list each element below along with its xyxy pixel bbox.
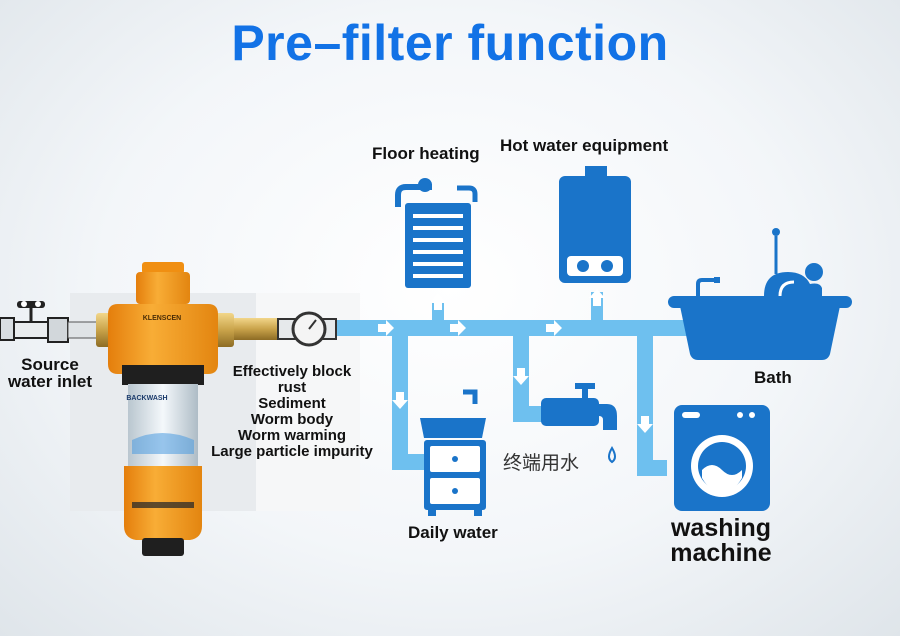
- block-line-2: rust: [277, 379, 307, 396]
- washing-machine-icon: [674, 405, 770, 511]
- block-line-1: Effectively block: [232, 363, 352, 380]
- washing-line-2: machine: [670, 539, 772, 567]
- label-source-inlet: Source water inlet: [0, 356, 100, 390]
- faucet-icon: [541, 383, 617, 464]
- flow-arrows: [378, 289, 653, 433]
- arrow-right-2: [450, 320, 466, 336]
- arrow-down-2: [513, 368, 529, 385]
- water-heater-icon: [559, 166, 631, 283]
- label-source-line-1: Source: [21, 355, 79, 374]
- pressure-gauge-icon: [277, 311, 337, 347]
- arrow-down-3: [637, 416, 653, 433]
- label-floor-heating: Floor heating: [372, 144, 480, 163]
- prefilter-device: KLENSCEN BACKWASH: [108, 262, 218, 556]
- label-terminal-water: 终端用水: [503, 452, 580, 474]
- label-bath: Bath: [754, 368, 792, 387]
- label-daily-water: Daily water: [408, 523, 498, 542]
- arrow-up-heating: [430, 293, 446, 310]
- pipe-main: [335, 320, 690, 336]
- arrow-up-boiler: [589, 289, 605, 306]
- label-washing-machine: washing machine: [660, 516, 782, 566]
- label-block-list: Effectively block rust Sediment Worm bod…: [200, 364, 384, 460]
- filter-brand-text: KLENSCEN: [143, 315, 182, 322]
- label-hot-water: Hot water equipment: [500, 136, 669, 155]
- cabinet-sink-icon: [420, 389, 486, 516]
- block-line-3: Sediment: [258, 395, 326, 412]
- bathtub-icon: [668, 228, 852, 360]
- filter-label-text: BACKWASH: [126, 395, 167, 402]
- pipe-down-right: [637, 320, 653, 476]
- arrow-right-3: [546, 320, 562, 336]
- arrow-down-1: [392, 392, 408, 409]
- arrow-right-1: [378, 320, 394, 336]
- label-source-line-2: water inlet: [7, 372, 93, 391]
- pipe-to-cabinet: [392, 454, 426, 470]
- washing-line-1: washing: [670, 514, 771, 542]
- brass-nipple: [234, 318, 278, 340]
- pipe-to-washer: [637, 460, 667, 476]
- block-line-5: Worm warming: [237, 427, 347, 444]
- pipe-network: [335, 292, 690, 476]
- inlet-valve-icon: [0, 301, 69, 343]
- block-line-4: Worm body: [250, 411, 334, 428]
- pipe-to-tap: [513, 406, 545, 422]
- page-title: Pre–filter function: [231, 15, 669, 71]
- floor-heating-icon: [395, 178, 478, 288]
- block-line-6: Large particle impurity: [211, 443, 373, 460]
